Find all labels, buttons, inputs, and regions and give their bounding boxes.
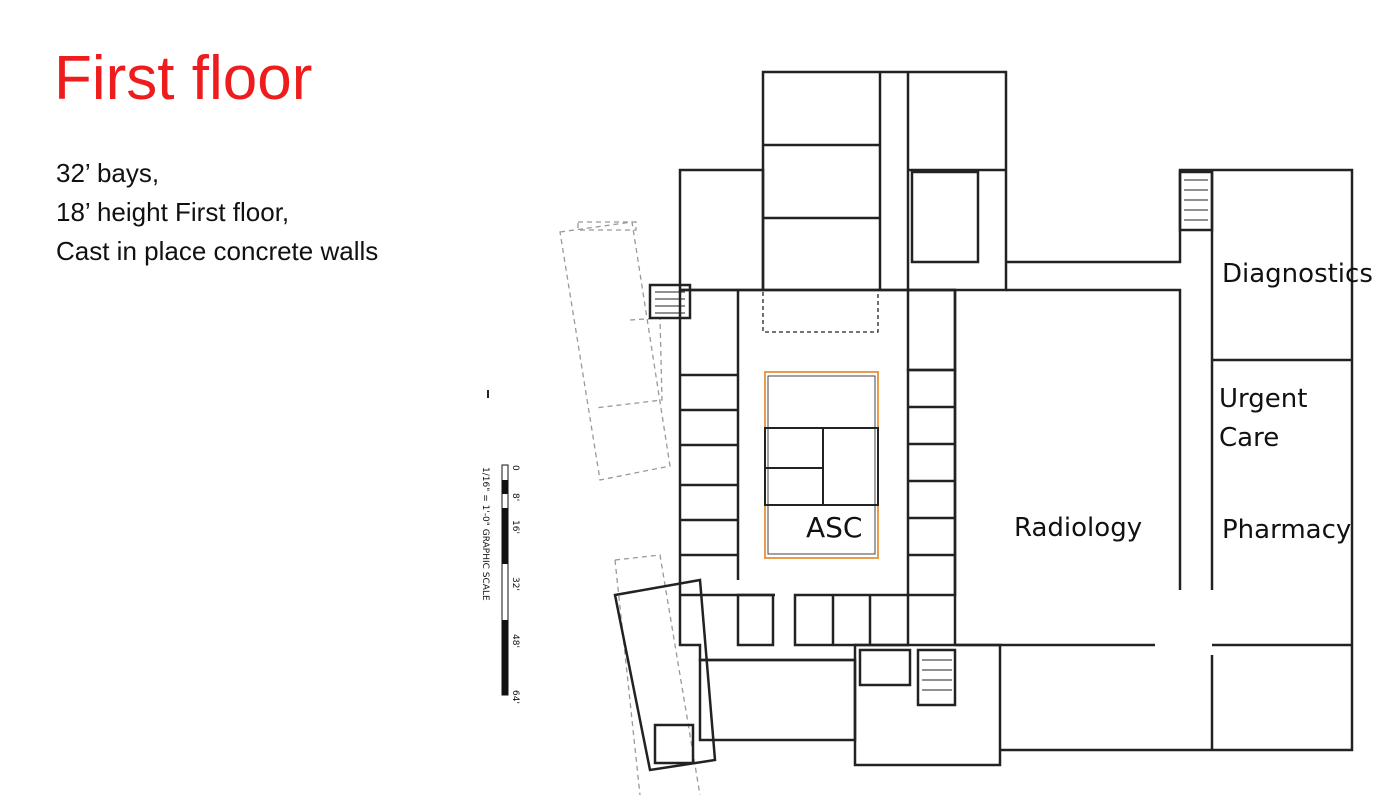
slide-title: First floor [54, 44, 313, 113]
scale-tick: 0 [510, 465, 520, 471]
scale-tick: 48' [510, 634, 520, 648]
scale-tick: 32' [510, 577, 520, 591]
zone-label-pharmacy: Pharmacy [1222, 515, 1351, 545]
zone-label-radiology: Radiology [1014, 513, 1142, 543]
walls [613, 70, 1354, 772]
zone-label-urgent: Urgent [1219, 384, 1307, 414]
graphic-scale: 1/16" = 1'-0" GRAPHIC SCALE 0 8' 16' 32'… [480, 464, 520, 704]
scale-tick: 64' [510, 690, 520, 704]
scale-caption: 1/16" = 1'-0" GRAPHIC SCALE [480, 467, 490, 601]
slide-notes: 32’ bays, 18’ height First floor, Cast i… [56, 154, 378, 271]
scale-tick: 8' [510, 493, 520, 501]
note-height: 18’ height First floor, [56, 197, 290, 227]
note-walls: Cast in place concrete walls [56, 236, 379, 266]
note-bays: 32’ bays, [56, 158, 160, 188]
scale-tick: 16' [510, 520, 520, 534]
asc-block [764, 371, 879, 559]
stair-treads [655, 179, 1208, 691]
site-dashed-lines [559, 221, 701, 795]
zone-label-care: Care [1219, 423, 1279, 453]
zone-label-diagnostics: Diagnostics [1222, 259, 1373, 289]
zone-label-asc: ASC [806, 511, 862, 544]
